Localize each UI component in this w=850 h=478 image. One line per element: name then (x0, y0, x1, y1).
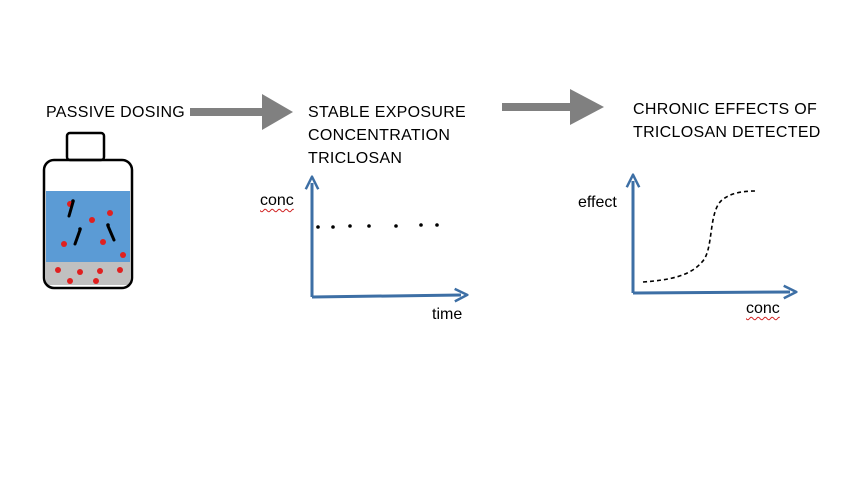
graph1-x-axis (311, 295, 461, 297)
graph1-x-axis-label: time (432, 306, 463, 323)
stage-passive-dosing-label: PASSIVE DOSING (46, 104, 186, 121)
graph-concentration-time (312, 183, 461, 297)
bottle-cap (65, 131, 106, 162)
bottle-sediment (46, 262, 130, 285)
bottle-water (46, 191, 130, 262)
stage-stable-exposure-label: STABLE EXPOSURE CONCENTRATION TRICLOSAN (308, 104, 467, 167)
graph1-stable-concentration-dots (316, 223, 439, 229)
graph-effect-concentration (633, 181, 790, 293)
stage-chronic-effects-label: CHRONIC EFFECTS OF TRICLOSAN DETECTED (633, 101, 821, 141)
test-organisms (67, 200, 116, 246)
flow-arrow-2 (502, 89, 604, 125)
triclosan-particles (55, 201, 126, 284)
flow-arrow-1 (190, 94, 293, 130)
dosing-bottle (42, 131, 134, 290)
graph2-x-axis (632, 292, 790, 293)
graph2-x-axis-label: conc (746, 300, 780, 317)
graph1-y-axis-label: conc (260, 192, 294, 209)
dose-response-curve (642, 190, 758, 283)
graph2-y-axis-label: effect (578, 194, 617, 211)
bottle-body (42, 158, 134, 290)
